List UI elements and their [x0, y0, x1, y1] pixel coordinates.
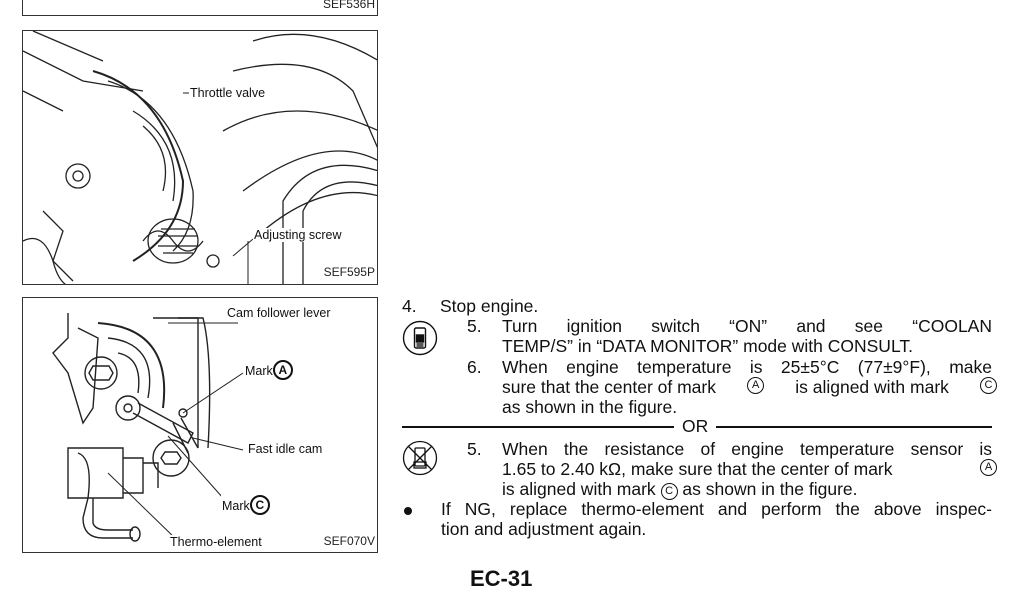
callout-throttle-valve: Throttle valve [189, 86, 267, 100]
callout-adjusting-screw: Adjusting screw [253, 228, 343, 242]
text-fragment: is aligned with mark [795, 377, 949, 397]
figure-throttle-valve: Throttle valve Adjusting screw SEF595P [22, 30, 378, 285]
mark-a-symbol: A [980, 459, 997, 476]
mark-label: Mark [245, 364, 273, 378]
step-4-num: 4. [402, 296, 417, 316]
alt-step-5-line2: 1.65 to 2.40 kΩ, make sure that the cent… [502, 459, 997, 480]
figure-top-partial: SEF536H [22, 0, 378, 16]
page-number: EC-31 [470, 566, 533, 591]
consult-step-5-line2: TEMP/S” in “DATA MONITOR” mode with CONS… [502, 336, 913, 356]
text-fragment: is aligned with mark [502, 479, 656, 499]
callout-cam-follower-lever: Cam follower lever [226, 306, 332, 320]
consult-step-6-line2: sure that the center of mark A is aligne… [502, 377, 997, 398]
text-fragment: sure that the center of mark [502, 377, 716, 397]
text-fragment: 1.65 to 2.40 kΩ, make sure that the cent… [502, 459, 893, 479]
callout-thermo-element: Thermo-element [169, 535, 263, 549]
alt-step-5-num: 5. [467, 439, 482, 459]
consult-step-6-line1: When engine temperature is 25±5°C (77±9°… [502, 357, 992, 377]
callout-fast-idle-cam: Fast idle cam [247, 442, 324, 456]
bullet-line1: If NG, replace thermo-element and perfor… [441, 499, 992, 519]
bullet-icon [404, 507, 412, 515]
mark-c-symbol: C [980, 377, 997, 394]
step-4-text: Stop engine. [440, 296, 539, 316]
mark-c-symbol: C [660, 483, 678, 500]
throttle-illustration [23, 31, 377, 284]
consult-step-5-line1: Turn ignition switch “ON” and see “COOLA… [502, 316, 992, 336]
or-divider-left [402, 426, 674, 428]
fast-idle-cam-illustration [52, 313, 244, 542]
figure-code: SEF070V [323, 534, 375, 548]
consult-step-6-num: 6. [467, 357, 482, 377]
mark-a-symbol: A [272, 360, 293, 380]
figure-code: SEF595P [323, 265, 375, 279]
mark-label: Mark [222, 499, 250, 513]
mark-c-symbol: C [249, 495, 270, 515]
alt-step-5-line1: When the resistance of engine temperatur… [502, 439, 992, 459]
mark-a-symbol: A [747, 377, 765, 394]
text-fragment: as shown in the figure. [682, 479, 858, 499]
or-label: OR [682, 416, 709, 436]
bullet-line2: tion and adjustment again. [441, 519, 647, 539]
consult-step-5-num: 5. [467, 316, 482, 336]
or-divider-right [716, 426, 992, 428]
no-consult-tester-icon [402, 440, 438, 476]
consult-tester-icon [402, 320, 438, 356]
figure-code: SEF536H [322, 0, 375, 11]
consult-step-6-line3: as shown in the figure. [502, 397, 678, 417]
alt-step-5-line3: is aligned with mark C as shown in the f… [502, 479, 858, 500]
